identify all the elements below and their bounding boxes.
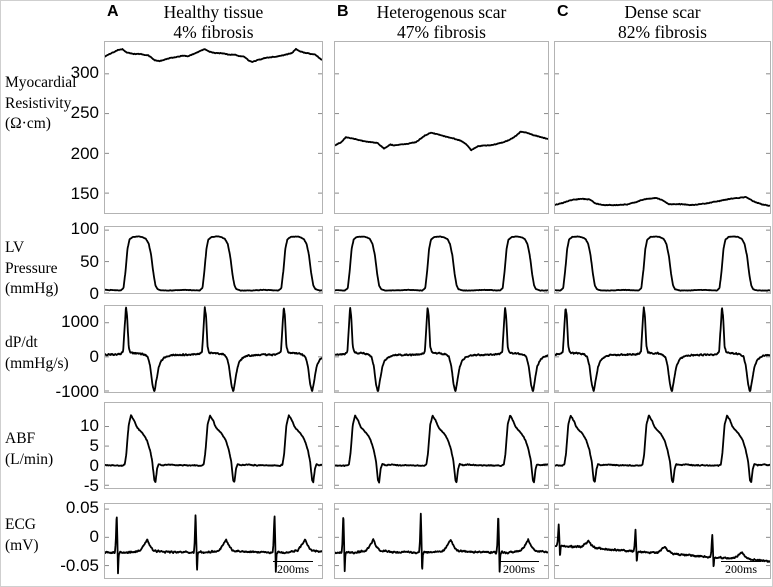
panel-resistivity-heterogenous bbox=[334, 41, 549, 214]
ylabel-resistivity: Myocardial Resistivity (Ω·cm) bbox=[5, 73, 101, 135]
trace-plot bbox=[105, 306, 322, 392]
y-tick-label: 0 bbox=[89, 527, 99, 547]
trace-plot bbox=[555, 306, 770, 392]
panel-ecg-heterogenous: 200ms bbox=[334, 503, 549, 579]
ylabel-line: LV bbox=[5, 239, 25, 256]
column-title-line2: 4% fibrosis bbox=[173, 22, 254, 43]
panel-ecg-dense: 200ms bbox=[554, 503, 771, 579]
scalebar-line bbox=[499, 560, 539, 562]
panel-dpdt-heterogenous bbox=[334, 305, 549, 393]
trace-plot bbox=[105, 508, 322, 575]
trace-plot bbox=[105, 414, 322, 486]
ylabel-line: (mV) bbox=[5, 536, 39, 554]
y-tick-label: 0.05 bbox=[65, 498, 99, 518]
ylabel-line: Myocardial bbox=[5, 74, 77, 91]
panel-lv-pressure-dense bbox=[554, 226, 771, 294]
ylabel-line: (mmHg/s) bbox=[5, 354, 69, 372]
panel-ecg-healthy: 200ms bbox=[104, 503, 323, 579]
trace-plot bbox=[335, 414, 548, 486]
y-tick-label: -1000 bbox=[55, 381, 99, 401]
panel-dpdt-dense bbox=[554, 305, 771, 393]
ylabel-line: (Ω·cm) bbox=[5, 115, 51, 133]
y-tick-label: 50 bbox=[80, 251, 99, 271]
column-title-dense: Dense scar 82% fibrosis bbox=[554, 2, 771, 42]
y-tick-label: 300 bbox=[70, 63, 99, 83]
trace-plot bbox=[335, 73, 548, 194]
panel-abf-dense bbox=[554, 402, 771, 489]
y-tick-label: 10 bbox=[80, 416, 99, 436]
trace-plot bbox=[555, 73, 770, 207]
y-tick-label: 5 bbox=[89, 436, 99, 456]
trace-plot bbox=[335, 508, 548, 573]
ylabel-line: dP/dt bbox=[5, 334, 38, 351]
scalebar-label: 200ms bbox=[276, 561, 309, 576]
scalebar-line bbox=[721, 560, 761, 562]
scalebar-200ms: 200ms bbox=[721, 560, 761, 576]
panel-dpdt-healthy bbox=[104, 305, 323, 393]
scalebar-label: 200ms bbox=[724, 561, 757, 576]
scalebar-line bbox=[273, 560, 313, 562]
panel-abf-healthy bbox=[104, 402, 323, 489]
ylabel-line: Resistivity bbox=[5, 94, 72, 112]
ylabel-line: ABF bbox=[5, 430, 36, 447]
y-tick-label: 1000 bbox=[61, 312, 99, 332]
panel-abf-heterogenous bbox=[334, 402, 549, 489]
ylabel-line: ECG bbox=[5, 516, 36, 533]
y-tick-label: 0 bbox=[89, 284, 99, 303]
ylabel-line: (L/min) bbox=[5, 450, 54, 468]
y-tick-label: -0.05 bbox=[60, 556, 99, 576]
column-title-healthy: Healthy tissue 4% fibrosis bbox=[104, 2, 323, 42]
ylabel-line: (mmHg) bbox=[5, 280, 59, 298]
y-tick-label: 200 bbox=[70, 143, 99, 163]
ylabel-abf: ABF (L/min) bbox=[5, 429, 101, 470]
panel-letter-c: C bbox=[557, 3, 569, 20]
panel-lv-pressure-heterogenous bbox=[334, 226, 549, 294]
trace-plot bbox=[555, 229, 770, 293]
trace-plot bbox=[335, 307, 548, 392]
panel-letter-a: A bbox=[107, 3, 119, 20]
panel-lv-pressure-healthy bbox=[104, 226, 323, 294]
column-title-line2: 47% fibrosis bbox=[397, 22, 486, 43]
trace-plot bbox=[105, 229, 322, 293]
ylabel-ecg: ECG (mV) bbox=[5, 515, 101, 556]
column-title-line1: Dense scar bbox=[624, 2, 701, 22]
scalebar-200ms: 200ms bbox=[499, 560, 539, 576]
y-tick-label: 250 bbox=[70, 103, 99, 123]
scalebar-200ms: 200ms bbox=[273, 560, 313, 576]
trace-plot bbox=[335, 229, 548, 293]
column-title-line2: 82% fibrosis bbox=[618, 22, 707, 43]
y-tick-label: 0 bbox=[89, 456, 99, 476]
y-tick-label: -5 bbox=[83, 476, 99, 496]
y-tick-label: 0 bbox=[89, 347, 99, 367]
column-title-line1: Heterogenous scar bbox=[376, 2, 507, 22]
panel-resistivity-dense bbox=[554, 41, 771, 214]
y-tick-label: 100 bbox=[70, 219, 99, 239]
trace-plot bbox=[555, 508, 770, 568]
scalebar-label: 200ms bbox=[502, 561, 535, 576]
trace-plot bbox=[555, 414, 770, 486]
column-title-line1: Healthy tissue bbox=[163, 2, 264, 22]
ylabel-lv-pressure: LV Pressure (mmHg) bbox=[5, 238, 101, 300]
panel-letter-b: B bbox=[337, 3, 349, 20]
ylabel-dpdt: dP/dt (mmHg/s) bbox=[5, 333, 101, 374]
ylabel-line: Pressure bbox=[5, 259, 58, 277]
column-title-heterogenous: Heterogenous scar 47% fibrosis bbox=[334, 2, 549, 42]
panel-resistivity-healthy bbox=[104, 41, 323, 214]
trace-plot bbox=[105, 47, 322, 194]
y-tick-label: 150 bbox=[70, 183, 99, 203]
